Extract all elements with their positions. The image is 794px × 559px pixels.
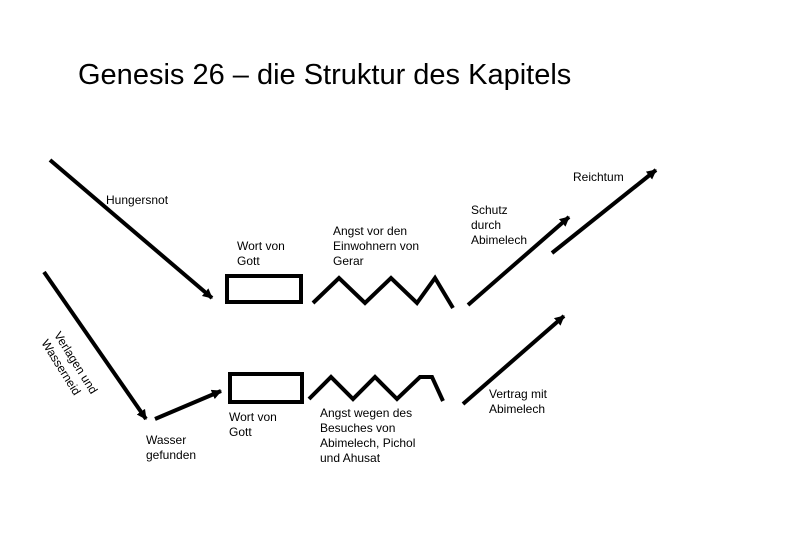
label-angst-top: Angst vor den Einwohnern von Gerar xyxy=(333,224,420,268)
label-reichtum: Reichtum xyxy=(573,170,624,184)
arrow-schutz xyxy=(466,215,571,307)
label-wort-von-gott-bottom: Wort von Gott xyxy=(229,410,277,439)
label-angst-bottom: Angst wegen des Besuches von Abimelech, … xyxy=(320,406,416,465)
arrow-verlagen xyxy=(42,270,148,421)
arrow-vertrag xyxy=(461,314,566,406)
label-wort-von-gott-top: Wort von Gott xyxy=(237,239,285,268)
box-wort-von-gott-bottom xyxy=(228,372,304,404)
arrow-reichtum xyxy=(550,168,658,255)
label-hungersnot: Hungersnot xyxy=(106,193,169,207)
arrow-wasser xyxy=(154,389,222,421)
label-schutz: Schutz durch Abimelech xyxy=(471,203,528,247)
zigzag-angst-top xyxy=(311,274,455,310)
zigzag-angst-bottom xyxy=(307,374,445,402)
label-wasser: Wasser gefunden xyxy=(146,433,197,462)
label-vertrag: Vertrag mit Abimelech xyxy=(489,387,548,416)
box-wort-von-gott-top xyxy=(225,274,303,304)
page-title: Genesis 26 – die Struktur des Kapitels xyxy=(78,59,572,91)
arrow-hungersnot xyxy=(48,158,214,300)
